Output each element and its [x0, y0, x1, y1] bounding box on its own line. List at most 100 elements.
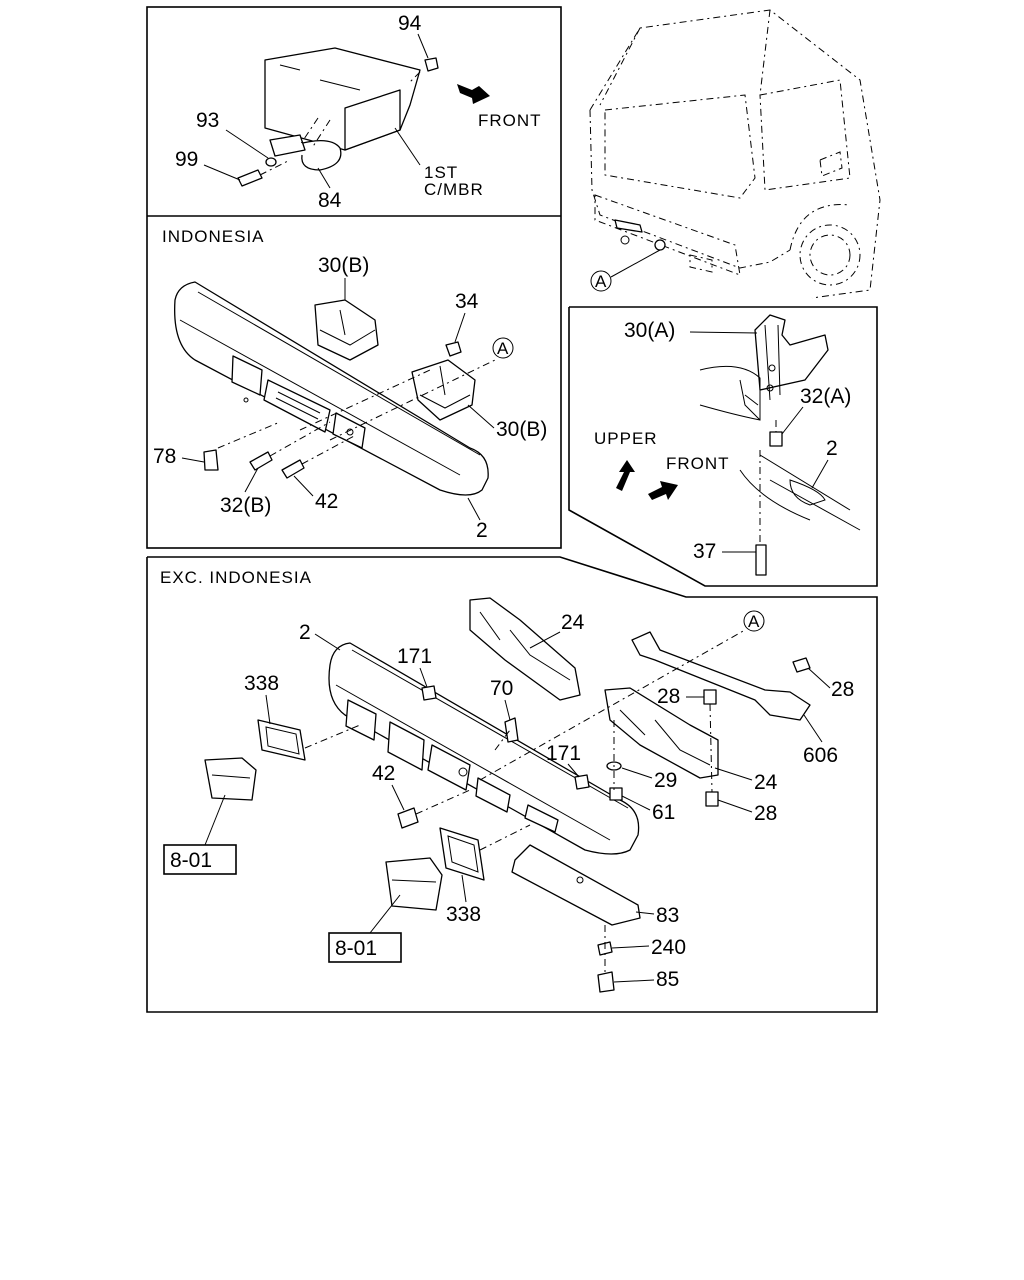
indonesia-panel: INDONESIA 30(B) 34 A 30(B) — [153, 227, 547, 542]
leader-34 — [454, 312, 466, 343]
leader-8-01-upper — [204, 794, 226, 846]
callout-171-upper: 171 — [397, 645, 432, 668]
bumper-2-detail — [739, 454, 861, 531]
nut-axis — [409, 71, 421, 83]
indonesia-title: INDONESIA — [162, 227, 265, 246]
axis-78 — [217, 421, 281, 449]
bolt-42-exc — [397, 807, 419, 829]
leader-28-lower — [717, 799, 753, 813]
callout-cmbr: C/MBR — [424, 180, 484, 199]
bolt-37 — [755, 544, 767, 576]
ref-a-indonesia-text: A — [497, 339, 509, 358]
ref-box-8-01-lower-text: 8-01 — [335, 937, 377, 960]
callout-32b: 32(B) — [220, 494, 271, 517]
callout-28-lower: 28 — [754, 802, 777, 825]
callout-24-lower: 24 — [754, 771, 778, 794]
bracket-hole-2 — [766, 384, 774, 392]
nut-94 — [424, 57, 439, 72]
exc-indonesia-panel: EXC. INDONESIA — [160, 568, 854, 993]
nut-34 — [445, 341, 462, 357]
bolt-28-upper — [703, 689, 717, 705]
leader-78 — [181, 457, 205, 463]
leader-84 — [317, 167, 331, 189]
leader-2-detail — [811, 459, 829, 489]
assembly-line-2 — [311, 119, 331, 149]
upper-label: UPPER — [594, 429, 658, 448]
leader-28-right — [807, 667, 831, 689]
axis-32b — [269, 421, 331, 457]
cab-lamp — [614, 219, 643, 233]
leader-94 — [417, 33, 429, 59]
lamp-lens — [344, 89, 401, 151]
bumper-exc-opening-2 — [387, 721, 425, 771]
bracket-30a-legs — [764, 324, 781, 401]
leader-99 — [203, 164, 241, 181]
bumper-light-opening-1 — [231, 355, 263, 396]
cab-lower-outline — [589, 109, 791, 269]
leader-42-exc — [391, 784, 405, 811]
front-label-detail: FRONT — [666, 454, 730, 473]
leader-93 — [225, 129, 269, 159]
leader-30a — [689, 331, 758, 334]
axis-28 — [709, 703, 713, 793]
bumper-exc-hole — [458, 767, 468, 777]
exc-indonesia-frame — [146, 556, 878, 1013]
bracket-30b-upper — [314, 299, 379, 361]
washer-93 — [265, 157, 277, 167]
cab-bumper — [594, 194, 741, 276]
leader-83 — [635, 911, 655, 915]
leader-606 — [803, 714, 823, 743]
leader-61 — [621, 795, 651, 811]
leader-8-01-lower — [369, 894, 401, 934]
callout-84: 84 — [318, 189, 342, 212]
bolt-32a — [769, 431, 783, 447]
callout-24-upper: 24 — [561, 611, 585, 634]
ref-box-8-01-lower[interactable] — [328, 932, 402, 963]
housing-detail — [279, 64, 361, 91]
callout-2-detail: 2 — [826, 437, 838, 460]
bolt-28-lower — [705, 791, 719, 807]
door-handle — [819, 151, 843, 177]
bolt-42 — [281, 459, 305, 479]
assembly-line — [299, 117, 319, 146]
nut-61 — [609, 787, 623, 801]
cab-illustration: A — [589, 9, 881, 299]
ref-a-exc-text: A — [748, 612, 760, 631]
axis-70 — [494, 729, 511, 751]
upper-arrow-icon — [616, 460, 635, 491]
top-left-panel: 94 93 99 84 1ST C/MBR FRONT — [175, 12, 542, 212]
plate-83 — [511, 844, 641, 926]
bracket-24-upper-detail — [479, 611, 571, 681]
ref-mark-a-indonesia — [492, 337, 514, 359]
bumper-hole-2 — [243, 397, 249, 403]
callout-83: 83 — [656, 904, 679, 927]
frame-member-detail — [739, 379, 761, 421]
ref-a-cab-text: A — [595, 272, 607, 291]
front-label-top: FRONT — [478, 111, 542, 130]
bumper-edges — [179, 291, 481, 476]
lamp-8-01-lower — [385, 857, 443, 911]
callout-29: 29 — [654, 769, 677, 792]
callout-28-upper: 28 — [657, 685, 680, 708]
bumper-exc-opening-1 — [345, 699, 377, 741]
bumper-exc-opening-5 — [524, 804, 559, 833]
exc-indonesia-title: EXC. INDONESIA — [160, 568, 312, 587]
callout-37: 37 — [693, 540, 716, 563]
cab-outline — [589, 9, 881, 299]
cab-fitting — [654, 239, 666, 251]
ref-box-8-01-upper[interactable] — [163, 844, 237, 875]
bolt-99 — [237, 169, 263, 187]
leader-2-exc — [314, 633, 341, 651]
bracket-24-lower-detail — [619, 709, 711, 766]
axis-bracket — [299, 369, 431, 431]
ref-mark-a-cab — [590, 270, 612, 292]
callout-30b-lower: 30(B) — [496, 418, 547, 441]
side-window — [759, 79, 851, 191]
bezel-338-upper — [257, 719, 306, 761]
clip-78 — [203, 449, 219, 471]
axis-lamp-upper — [304, 724, 361, 749]
recess-detail — [275, 391, 321, 420]
leader-24-upper — [529, 631, 561, 649]
detail-a-panel: 30(A) 32(A) 2 37 UPPER FRONT — [594, 314, 861, 576]
